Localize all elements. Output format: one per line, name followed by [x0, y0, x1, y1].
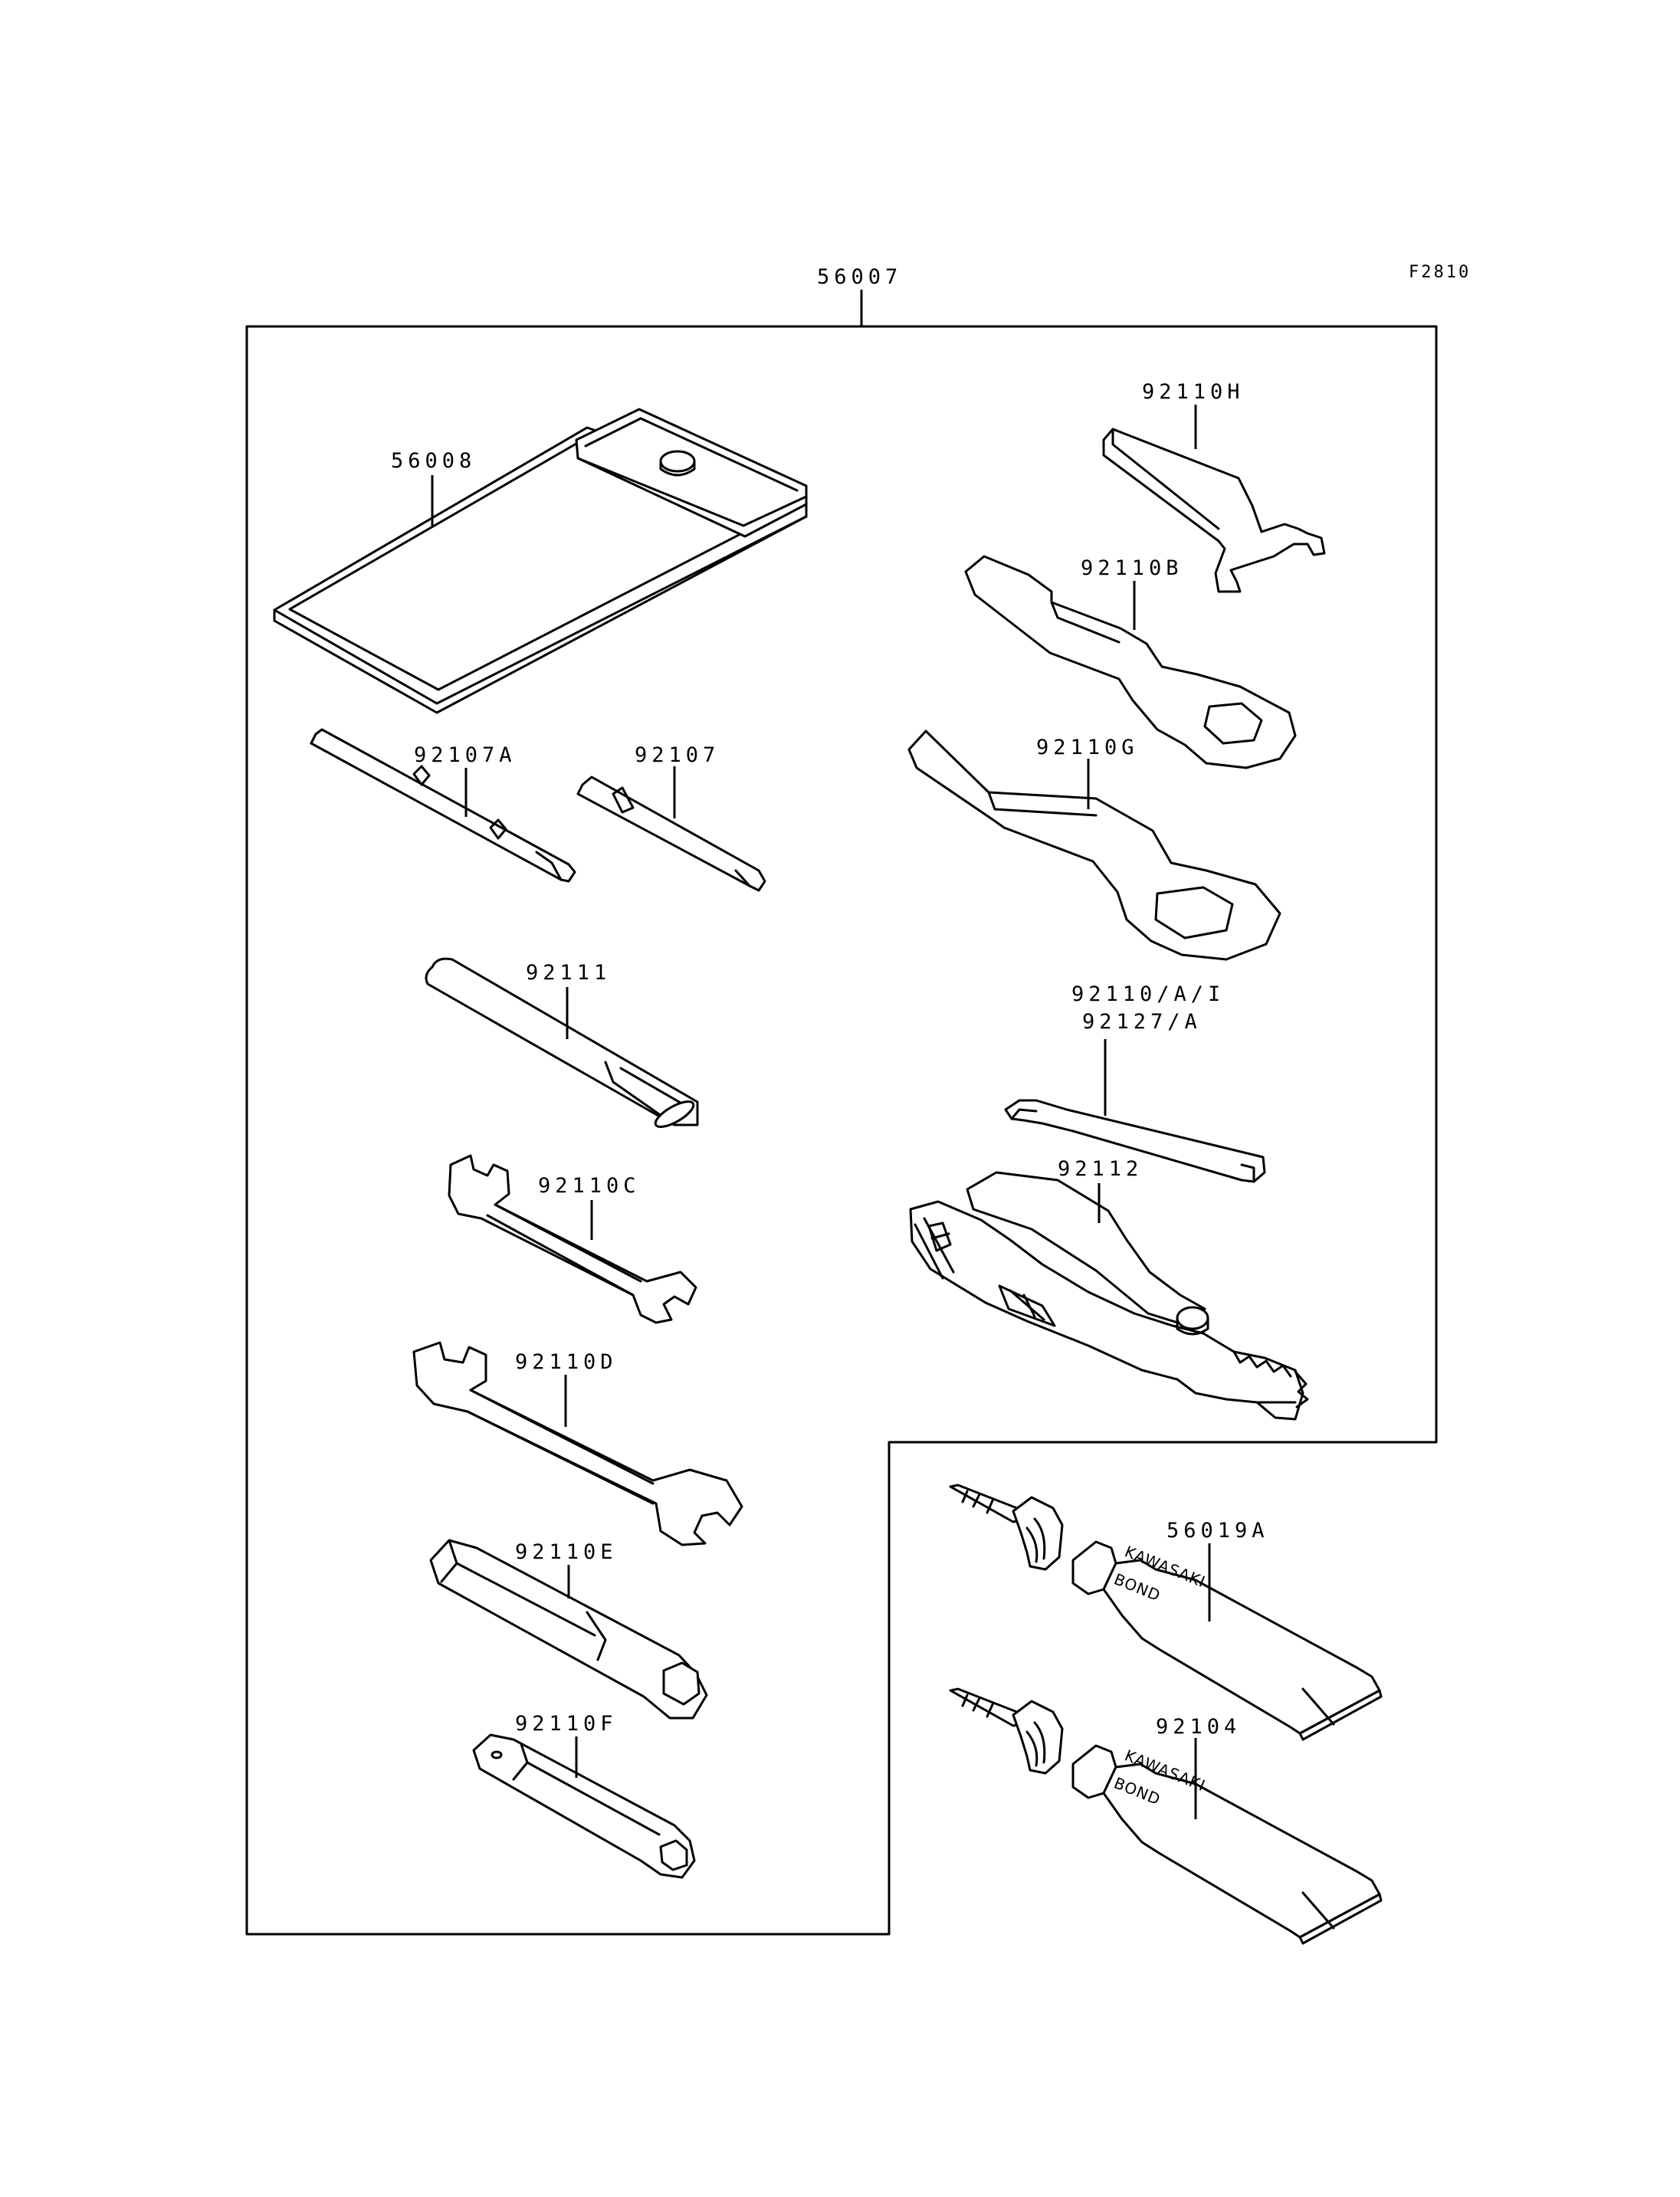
box-f-label: 92110F	[515, 1712, 618, 1736]
screwdriver	[576, 776, 766, 892]
ring-wrench-g	[907, 730, 1281, 961]
double-screwdriver	[310, 728, 576, 883]
sd-label: 92107	[635, 743, 720, 767]
hex-label-2: 92127/A	[1082, 1010, 1202, 1034]
hook-label: 92110H	[1142, 380, 1245, 404]
pliers	[909, 1171, 1309, 1421]
figure-code: F2810	[1409, 263, 1471, 282]
box-e-label: 92110E	[515, 1540, 618, 1564]
bond-a-label: 56019A	[1166, 1519, 1269, 1543]
handle-label: 92111	[526, 961, 611, 985]
bond-tube-b	[949, 1687, 1383, 1945]
kit-outline	[245, 325, 1438, 1936]
bond-b-label: 92104	[1156, 1715, 1241, 1739]
kit-part-label: 56007	[817, 265, 902, 289]
small-wrench	[448, 1154, 697, 1324]
bond-tube-a	[949, 1484, 1383, 1741]
hex-key	[1004, 1099, 1266, 1183]
wrench-d-label: 92110D	[515, 1350, 618, 1374]
sd-a-label: 92107A	[414, 743, 517, 767]
wrench-c-label: 92110C	[538, 1174, 641, 1198]
case-label: 56008	[391, 449, 476, 473]
ring-b-label: 92110B	[1081, 556, 1183, 580]
ring-wrench-b	[964, 555, 1297, 769]
large-wrench	[412, 1341, 743, 1546]
tool-case	[273, 408, 808, 714]
handle-bar	[425, 957, 699, 1128]
hex-label-1: 92110/A/I	[1071, 982, 1225, 1006]
ring-g-label: 92110G	[1036, 736, 1139, 759]
long-box-wrench	[429, 1539, 708, 1720]
short-box-wrench	[472, 1733, 696, 1879]
pliers-label: 92112	[1058, 1157, 1143, 1181]
hook-wrench	[1102, 428, 1326, 593]
